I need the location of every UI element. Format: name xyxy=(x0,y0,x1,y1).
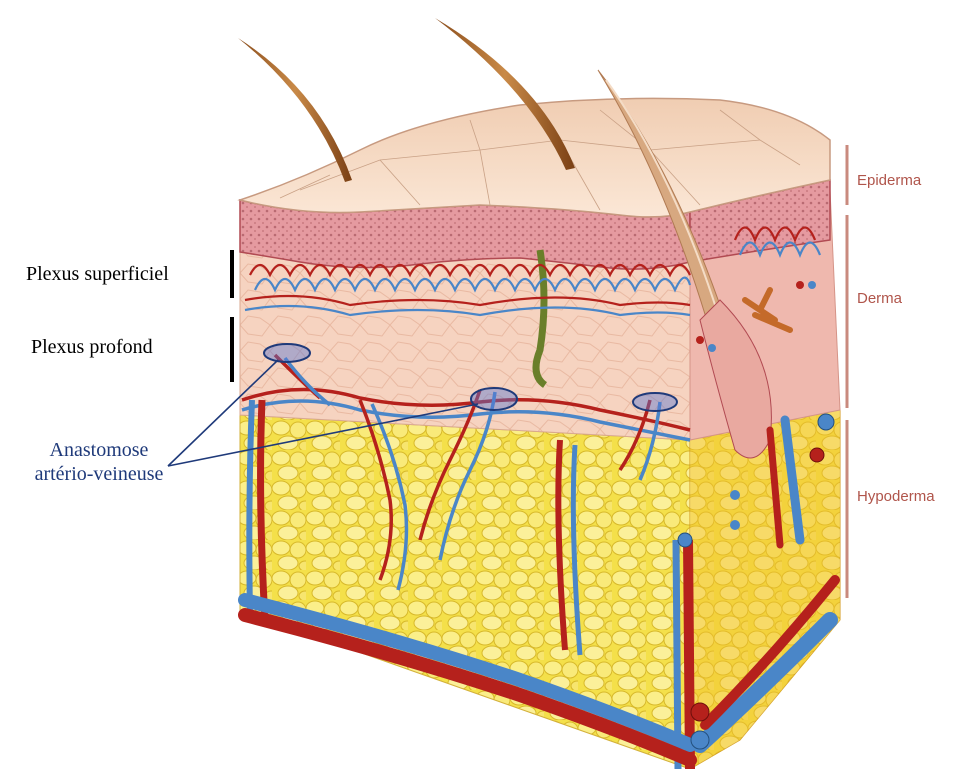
hair-shaft-left xyxy=(238,38,352,182)
label-anastomose-line1: Anastomose xyxy=(14,438,184,462)
label-derma: Derma xyxy=(857,290,902,307)
label-plexus-profond: Plexus profond xyxy=(31,336,153,359)
label-epiderma: Epiderma xyxy=(857,172,921,189)
label-hypoderma: Hypoderma xyxy=(857,488,935,505)
label-anastomose-line2: artério-veineuse xyxy=(14,462,184,486)
label-plexus-superficiel: Plexus superficiel xyxy=(26,263,169,286)
label-anastomose: Anastomose artério-veineuse xyxy=(14,438,184,486)
